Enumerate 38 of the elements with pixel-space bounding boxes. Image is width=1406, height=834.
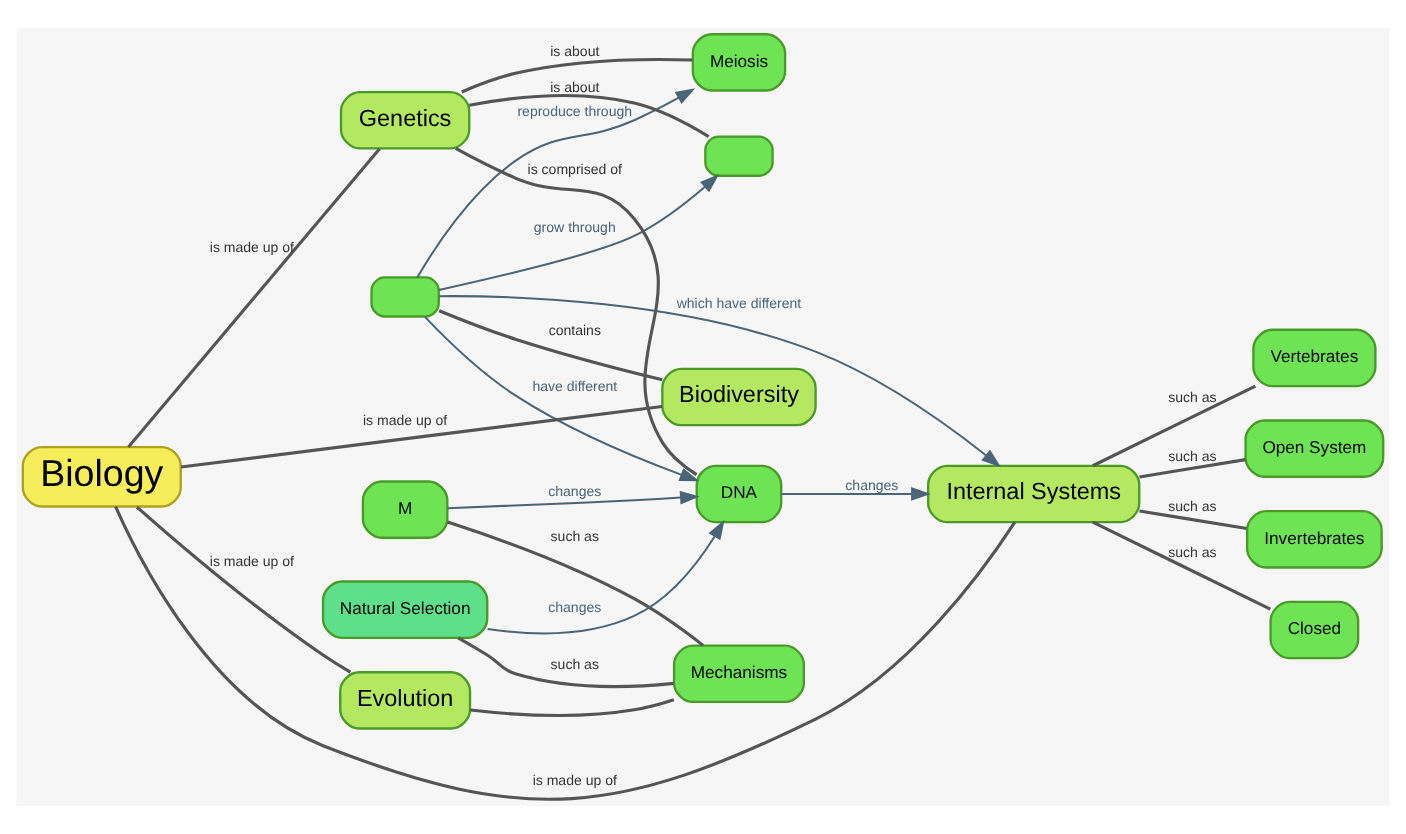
arrow [447, 490, 700, 510]
node-box: Vertebrates [1252, 328, 1377, 388]
node-box: DNA [695, 464, 783, 524]
node-box: Invertebrates [1245, 510, 1383, 569]
node-box: Internal Systems [927, 464, 1141, 524]
connector [461, 57, 693, 94]
connector [1139, 509, 1248, 531]
arrow [439, 295, 1002, 468]
connector [1139, 458, 1246, 479]
node-box [370, 276, 440, 318]
connector [1092, 520, 1271, 611]
connector [454, 147, 698, 476]
connector [438, 309, 663, 382]
connector [1092, 384, 1257, 468]
connector [180, 404, 663, 469]
node-box: Mechanisms [672, 644, 806, 704]
arrow [781, 487, 931, 501]
node-box: Genetics [339, 90, 471, 150]
connector [127, 147, 381, 448]
node-box [704, 135, 774, 177]
node-box: Open System [1244, 419, 1385, 478]
node-box: Closed [1269, 600, 1360, 660]
connector [470, 698, 675, 717]
arrow [487, 519, 725, 635]
node-box: Meiosis [691, 33, 787, 92]
connector [114, 505, 1017, 801]
node-box: Biodiversity [661, 367, 817, 427]
arrow [438, 174, 720, 291]
node-box: Biology [21, 445, 182, 508]
connector [469, 94, 710, 138]
arrow [424, 316, 700, 482]
connector [135, 505, 352, 674]
node-box: M [361, 480, 449, 539]
node-box: Natural Selection [321, 580, 489, 639]
arrow [416, 88, 696, 278]
connector [457, 636, 674, 689]
node-box: Evolution [339, 671, 472, 730]
connector [447, 520, 704, 647]
